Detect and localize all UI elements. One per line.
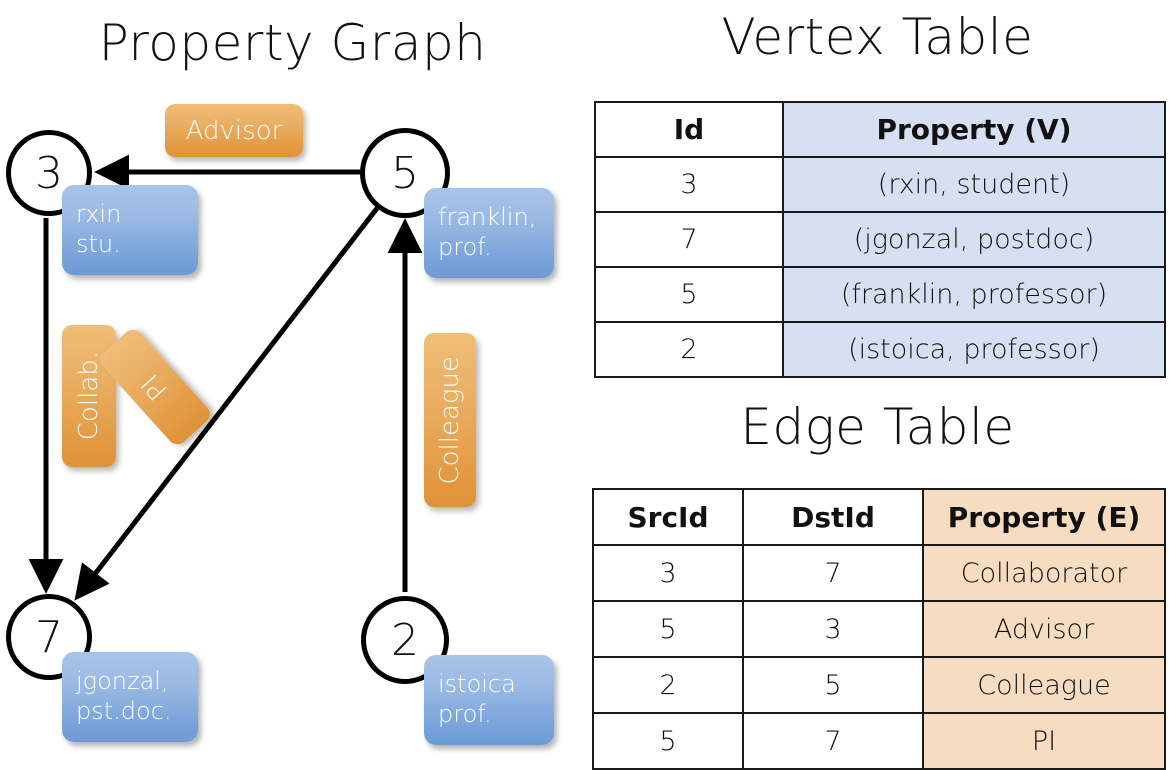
edge-line-pi [74,205,380,601]
cell-property: (rxin, student) [782,156,1166,213]
vertex-property-line: prof. [438,700,492,728]
cell-dstid: 7 [742,544,924,602]
vertex-property-line: jgonzal, [76,667,169,695]
vertex-property-box-2: istoica prof. [424,655,554,745]
page-title-property-graph: Property Graph [98,14,487,72]
cell-property: (franklin, professor) [782,266,1166,323]
page-title-edge-table: Edge Table [740,398,1015,456]
vertex-property-line: prof. [438,233,492,261]
cell-property: Collaborator [922,544,1166,602]
column-header-property: Property (E) [922,488,1166,546]
vertex-property-box-3: rxin stu. [62,185,198,275]
cell-srcid: 5 [592,712,744,770]
column-header-dstid: DstId [742,488,924,546]
edge-label-box-colleague: Colleague [424,333,476,507]
vertex-property-line: pst.doc. [76,697,172,725]
cell-property: Advisor [922,600,1166,658]
table-header-row: Id Property (V) [594,101,1166,158]
vertex-property-box-5: franklin, prof. [424,188,554,278]
edge-label-box-advisor: Advisor [165,104,303,157]
table-row: 5 7 PI [592,712,1166,770]
table-row: 5 (franklin, professor) [594,266,1166,323]
graph-edge-lines [28,154,423,601]
table-row: 3 7 Collaborator [592,544,1166,602]
cell-dstid: 7 [742,712,924,770]
table-row: 5 3 Advisor [592,600,1166,658]
column-header-srcid: SrcId [592,488,744,546]
cell-dstid: 3 [742,600,924,658]
edge-label-text: Collab. [74,351,104,441]
cell-id: 7 [594,211,784,268]
edge-table: SrcId DstId Property (E) 3 7 Collaborato… [592,488,1166,770]
vertex-property-line: stu. [76,230,121,258]
vertex-property-box-7: jgonzal, pst.doc. [62,652,198,742]
column-header-property: Property (V) [782,101,1166,158]
cell-srcid: 2 [592,656,744,714]
vertex-property-line: istoica [438,670,516,698]
cell-id: 3 [594,156,784,213]
column-header-id: Id [594,101,784,158]
vertex-property-line: franklin, [438,203,537,231]
cell-id: 2 [594,321,784,378]
vertex-table: Id Property (V) 3 (rxin, student) 7 (jgo… [594,101,1166,378]
cell-id: 5 [594,266,784,323]
cell-dstid: 5 [742,656,924,714]
table-row: 7 (jgonzal, postdoc) [594,211,1166,268]
property-graph-panel: Property Graph 3 5 7 2 rxin stu. fr [0,0,585,760]
edge-label-text: Advisor [185,115,283,146]
cell-property: Colleague [922,656,1166,714]
vertex-property-line: rxin [76,200,122,228]
table-row: 2 (istoica, professor) [594,321,1166,378]
edge-label-text: PI [136,368,174,406]
table-row: 3 (rxin, student) [594,156,1166,213]
cell-srcid: 5 [592,600,744,658]
edge-label-text: Colleague [435,355,465,485]
cell-property: (jgonzal, postdoc) [782,211,1166,268]
graph-node-5[interactable]: 5 [360,128,450,218]
cell-srcid: 3 [592,544,744,602]
cell-property: (istoica, professor) [782,321,1166,378]
table-row: 2 5 Colleague [592,656,1166,714]
edge-label-box-collab: Collab. [62,325,116,467]
table-header-row: SrcId DstId Property (E) [592,488,1166,546]
cell-property: PI [922,712,1166,770]
graph-node-2[interactable]: 2 [361,596,449,684]
page-title-vertex-table: Vertex Table [721,8,1034,66]
